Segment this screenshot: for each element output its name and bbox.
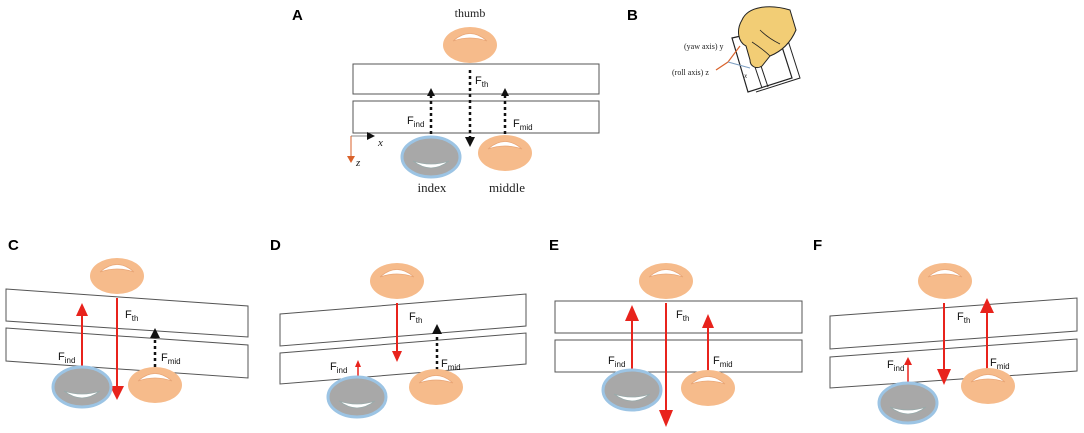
- index-pad: [400, 135, 462, 179]
- panel-e: E Fth Find Fmid: [549, 237, 803, 427]
- force-label-th-d: Fth: [409, 311, 422, 325]
- panel-label-d: D: [270, 237, 281, 254]
- force-label-th: Fth: [475, 75, 488, 89]
- middle-pad-c: [127, 366, 183, 404]
- middle-pad-f: [960, 367, 1016, 405]
- force-label-mid-e: Fmid: [713, 355, 733, 369]
- thumb-label: thumb: [455, 6, 486, 20]
- index-pad-d: [326, 375, 388, 419]
- thumb-pad-f: [917, 262, 973, 300]
- force-label-ind-e: Find: [608, 355, 625, 369]
- plate-top-d: [279, 293, 527, 347]
- z-axis-label: z: [355, 157, 361, 169]
- force-label-mid-f: Fmid: [990, 357, 1010, 371]
- panel-d: D Fth Find Fmid: [270, 237, 527, 419]
- panel-b: B (yaw axis) y (roll axis) z x: [627, 6, 801, 93]
- yaw-axis-arrow: [727, 45, 741, 63]
- force-label-mid-d: Fmid: [441, 358, 461, 372]
- index-pad-f: [877, 381, 939, 425]
- panel-label-f: F: [813, 237, 822, 254]
- panel-label-c: C: [8, 237, 19, 254]
- x-label-b: x: [743, 72, 748, 80]
- panel-a: A thumb Fth Find Fmid x z index middle: [292, 6, 600, 195]
- panel-c: C Fth Find Fmid: [5, 237, 249, 409]
- middle-label: middle: [489, 180, 525, 195]
- force-label-mid: Fmid: [513, 118, 533, 132]
- middle-pad-d: [408, 368, 464, 406]
- hand-icon: [738, 6, 797, 69]
- z-axis-head: [347, 156, 355, 163]
- thumb-pad-c: [89, 257, 145, 295]
- force-label-ind-d: Find: [330, 361, 347, 375]
- force-label-ind-f: Find: [887, 359, 904, 373]
- plate-bottom: [352, 100, 600, 134]
- index-pad-e: [601, 368, 663, 412]
- thumb-pad-d: [369, 262, 425, 300]
- force-label-th-c: Fth: [125, 309, 138, 323]
- force-label-th-f: Fth: [957, 311, 970, 325]
- plate-bottom-d: [279, 332, 527, 385]
- force-label-th-e: Fth: [676, 309, 689, 323]
- force-label-ind: Find: [407, 115, 424, 129]
- plate-bottom-c: [5, 327, 249, 379]
- thumb-pad-e: [638, 262, 694, 300]
- panel-label-b: B: [627, 7, 638, 24]
- force-label-ind-c: Find: [58, 351, 75, 365]
- index-pad-c: [51, 365, 113, 409]
- plate-top-e: [554, 300, 803, 334]
- x-axis-label: x: [377, 137, 383, 149]
- middle-pad-e: [680, 369, 736, 407]
- middle-pad: [477, 134, 533, 172]
- index-label: index: [418, 180, 447, 195]
- roll-label: (roll axis) z: [672, 68, 709, 77]
- plate-top-c: [5, 288, 249, 338]
- panel-f: F Fth Find Fmid: [813, 237, 1078, 425]
- panel-label-e: E: [549, 237, 559, 254]
- panel-label-a: A: [292, 7, 303, 24]
- roll-axis-arrow: [715, 61, 729, 71]
- force-label-mid-c: Fmid: [161, 352, 181, 366]
- plate-bottom-f: [829, 338, 1078, 389]
- thumb-pad: [442, 26, 498, 64]
- x-axis-b: [727, 61, 751, 69]
- yaw-label: (yaw axis) y: [684, 42, 724, 51]
- plate-top: [352, 63, 600, 95]
- plate-top-f: [829, 297, 1078, 350]
- plate-bottom-e: [554, 339, 803, 373]
